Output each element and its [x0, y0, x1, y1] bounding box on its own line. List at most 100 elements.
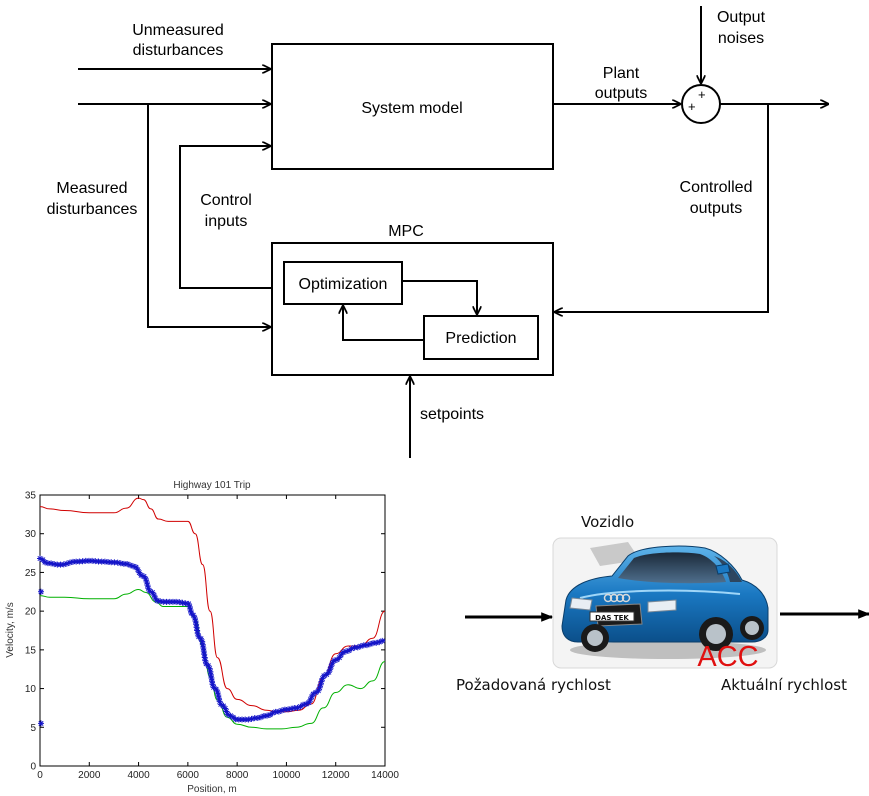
series-marker [66, 559, 73, 566]
series-marker [163, 598, 170, 605]
isolated-marker [38, 588, 44, 595]
series-marker [199, 638, 206, 645]
series-marker [310, 691, 317, 698]
series-marker [209, 681, 216, 688]
isolated-marker [38, 720, 44, 727]
series-marker [199, 641, 206, 648]
series-marker [69, 558, 76, 565]
series-marker [207, 671, 214, 678]
series-marker [140, 573, 147, 580]
series-marker [320, 672, 327, 679]
x-tick-label: 10000 [273, 770, 301, 781]
series-marker [213, 686, 220, 693]
series-marker [95, 558, 102, 565]
series-marker [185, 600, 192, 607]
series-marker [338, 651, 345, 658]
series-marker [101, 558, 108, 565]
series-marker [200, 648, 207, 655]
series-marker [348, 645, 355, 652]
series-marker [257, 714, 264, 721]
series-marker [38, 588, 44, 595]
mpc-diagram [78, 6, 828, 458]
series-marker [200, 644, 207, 651]
series-marker [169, 598, 176, 605]
y-tick-label: 20 [25, 607, 37, 618]
desired-speed-label: Požadovaná rychlost [456, 676, 611, 694]
series-marker [216, 698, 223, 705]
optimization-label: Optimization [299, 276, 388, 293]
series-marker [57, 561, 64, 568]
series-marker [132, 564, 139, 571]
chart-series [37, 497, 386, 730]
series-marker [285, 706, 292, 713]
series-marker [227, 712, 234, 719]
controlled-outputs-label-1: Controlled [680, 179, 753, 196]
chart-ylabel: Velocity, m/s [5, 602, 16, 657]
series-marker [134, 566, 141, 573]
series-marker [79, 558, 86, 565]
chart-title: Highway 101 Trip [173, 480, 251, 491]
series-marker [145, 585, 152, 592]
series-marker [294, 704, 301, 711]
car-icon: DAS TEK [561, 542, 769, 659]
control-inputs-label-2: inputs [205, 213, 248, 230]
series-marker [92, 558, 99, 565]
series-marker [373, 639, 380, 646]
series-marker [267, 711, 274, 718]
series-marker [187, 606, 194, 613]
series-marker [82, 557, 89, 564]
x-tick-label: 0 [37, 770, 43, 781]
series-marker [201, 651, 208, 658]
series-marker [197, 635, 204, 642]
series-marker [176, 599, 183, 606]
series-marker [108, 559, 115, 566]
setpoints-label: setpoints [420, 406, 484, 423]
series-marker [329, 660, 336, 667]
output-noises-label-2: noises [718, 30, 764, 47]
controlled-outputs-label-2: outputs [690, 200, 742, 217]
series-marker [152, 595, 159, 602]
series-marker [230, 714, 237, 721]
series-marker [215, 695, 222, 702]
series-marker [351, 644, 358, 651]
series-marker [190, 612, 197, 619]
series-marker [317, 681, 324, 688]
series-marker [354, 644, 361, 651]
series-marker [202, 657, 209, 664]
series-marker [120, 560, 127, 567]
series-marker [48, 560, 55, 567]
mpc-labels: System model MPC Optimization Prediction… [47, 9, 766, 423]
y-tick-label: 30 [25, 529, 37, 540]
series-marker [214, 689, 221, 696]
series-marker [315, 687, 322, 694]
y-tick-label: 5 [30, 723, 36, 734]
series-marker [215, 692, 222, 699]
actual-speed-label: Aktuální rychlost [721, 676, 847, 694]
measured-disturbances-label-1: Measured [56, 180, 127, 197]
series-marker [318, 678, 325, 685]
series-marker [223, 708, 230, 715]
system-model-label: System model [361, 100, 462, 117]
x-tick-label: 2000 [78, 770, 101, 781]
y-tick-label: 35 [25, 491, 37, 502]
control-inputs-label-1: Control [200, 192, 252, 209]
series-marker [166, 598, 173, 605]
series-marker [254, 714, 261, 721]
series-marker [376, 639, 383, 646]
series-marker [207, 668, 214, 675]
series-marker [154, 597, 161, 604]
series-marker [357, 643, 364, 650]
series-marker [342, 648, 349, 655]
series-marker [232, 716, 239, 723]
series-marker [54, 561, 61, 568]
plot-area [39, 494, 386, 767]
series-marker [206, 665, 213, 672]
series-marker [208, 675, 215, 682]
series-marker [264, 712, 271, 719]
series-marker [194, 627, 201, 634]
series-marker [360, 642, 367, 649]
chart-xlabel: Position, m [187, 784, 236, 795]
series-marker [303, 701, 310, 708]
prediction-to-optimization-arrow [343, 306, 424, 341]
series-marker [217, 701, 224, 708]
